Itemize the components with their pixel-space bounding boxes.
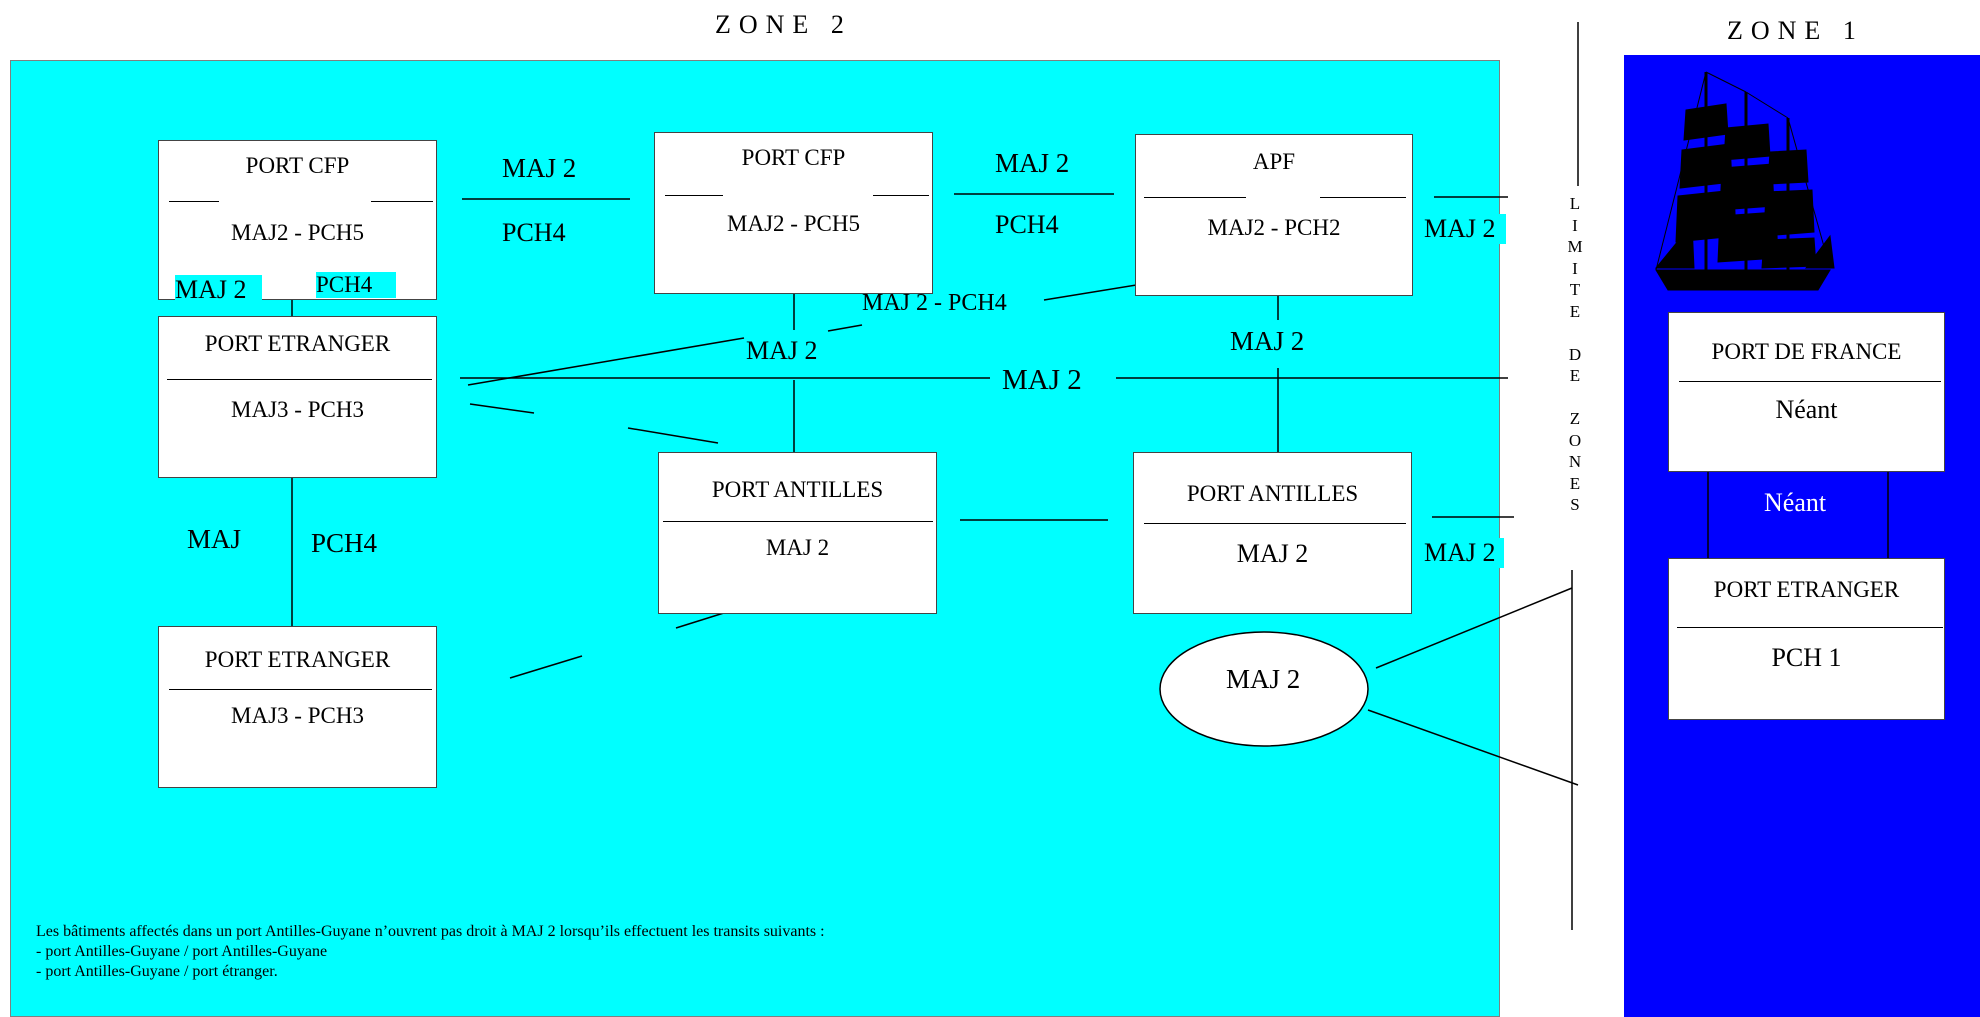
label-apf-border: MAJ 2 — [1424, 214, 1506, 244]
limite-letter: I — [1572, 258, 1578, 278]
label-apf-etr-combo: MAJ 2 - PCH4 — [862, 290, 1007, 316]
box-apf: APF MAJ2 - PCH2 — [1135, 134, 1413, 296]
box-port-cfp-center: PORT CFP MAJ2 - PCH5 — [654, 132, 933, 294]
label-etr-vertical-maj: MAJ — [187, 524, 242, 554]
box-rate: Néant — [1775, 395, 1838, 424]
box-divider — [1677, 627, 1943, 628]
box-rate: MAJ2 - PCH2 — [1207, 215, 1341, 240]
label-cfp-etr-maj: MAJ 2 — [175, 275, 262, 305]
label-center-cross: MAJ 2 — [746, 336, 824, 366]
box-divider — [1144, 523, 1406, 524]
box-divider — [169, 689, 432, 690]
link-etr-down-a — [469, 403, 535, 414]
footnote: Les bâtiments affectés dans un port Anti… — [36, 922, 825, 982]
label-cfp-etr-pch: PCH4 — [316, 272, 397, 298]
box-name: PORT ETRANGER — [204, 647, 391, 672]
box-name: APF — [1252, 149, 1296, 174]
link-etr-up-cross — [467, 337, 745, 386]
box-divider — [665, 195, 723, 196]
limite-letter: N — [1568, 452, 1582, 471]
zone2-title: ZONE 2 — [715, 10, 852, 39]
box-port-antilles-right: PORT ANTILLES MAJ 2 — [1133, 452, 1412, 614]
box-port-de-france: PORT DE FRANCE Néant — [1668, 312, 1945, 472]
limite-letter: L — [1569, 194, 1581, 213]
label-oval: MAJ 2 — [1226, 664, 1301, 694]
box-rate: MAJ2 - PCH5 — [231, 220, 364, 245]
box-divider — [169, 201, 219, 202]
box-divider — [371, 201, 433, 202]
limite-letter: M — [1567, 237, 1583, 256]
link-combo-to-center — [827, 324, 863, 332]
label-cfp-link-pch: PCH4 — [502, 218, 566, 247]
box-divider — [167, 379, 432, 380]
label-apf-antilles: MAJ 2 — [1230, 326, 1305, 356]
footnote-line1: Les bâtiments affectés dans un port Anti… — [36, 923, 825, 940]
label-etr-vertical-pch: PCH4 — [311, 528, 378, 558]
box-name: PORT CFP — [741, 145, 846, 170]
box-port-etranger-bottom: PORT ETRANGER MAJ3 - PCH3 — [158, 626, 437, 788]
limite-letter: I — [1572, 215, 1578, 235]
label-cfp-apf-pch: PCH4 — [995, 210, 1059, 239]
box-rate: MAJ 2 — [1236, 539, 1309, 568]
footnote-line3: - port Antilles-Guyane / port étranger. — [36, 963, 278, 980]
limite-letter: D — [1568, 344, 1582, 364]
box-rate: PCH 1 — [1771, 643, 1842, 672]
limite-letter: E — [1569, 366, 1581, 385]
link-etr-down-b — [627, 427, 719, 444]
limite-letter: T — [1569, 280, 1581, 299]
box-rate: MAJ 2 — [765, 535, 830, 560]
zone1-title: ZONE 1 — [1727, 16, 1864, 45]
link-oval-up — [1375, 587, 1573, 669]
limite-letter: E — [1569, 473, 1581, 493]
box-port-etranger-zone1: PORT ETRANGER PCH 1 — [1668, 558, 1945, 720]
label-cfp-link-maj: MAJ 2 — [502, 153, 577, 183]
box-rate: MAJ3 - PCH3 — [231, 397, 364, 422]
box-port-antilles-center: PORT ANTILLES MAJ 2 — [658, 452, 937, 614]
limite-letter: Z — [1569, 409, 1581, 428]
box-name: PORT CFP — [245, 153, 350, 178]
box-divider — [1144, 197, 1246, 198]
box-divider — [1320, 197, 1406, 198]
oval-shape — [1159, 631, 1369, 747]
box-name: PORT DE FRANCE — [1711, 339, 1902, 364]
box-name: PORT ETRANGER — [1713, 577, 1900, 602]
box-divider — [1679, 381, 1941, 382]
label-long-line: MAJ 2 — [998, 364, 1086, 397]
box-divider — [873, 195, 929, 196]
box-name: PORT ANTILLES — [1186, 481, 1359, 506]
limite-letter: O — [1568, 430, 1582, 450]
box-name: PORT ETRANGER — [204, 331, 391, 356]
box-name: PORT ANTILLES — [711, 477, 884, 502]
limite-letter: E — [1569, 301, 1581, 321]
label-antilles-border: MAJ 2 — [1424, 538, 1504, 568]
footnote-line2: - port Antilles-Guyane / port Antilles-G… — [36, 943, 328, 960]
box-divider — [663, 521, 933, 522]
label-zone1-link: Néant — [1764, 488, 1827, 517]
limite-letter: S — [1570, 495, 1580, 514]
label-cfp-apf-maj: MAJ 2 — [995, 148, 1070, 178]
link-antilles-diag-b — [509, 655, 583, 679]
box-rate: MAJ3 - PCH3 — [231, 703, 364, 728]
box-rate: MAJ2 - PCH5 — [727, 211, 860, 236]
box-port-etranger-mid: PORT ETRANGER MAJ3 - PCH3 — [158, 316, 437, 478]
link-oval-down — [1367, 709, 1579, 786]
